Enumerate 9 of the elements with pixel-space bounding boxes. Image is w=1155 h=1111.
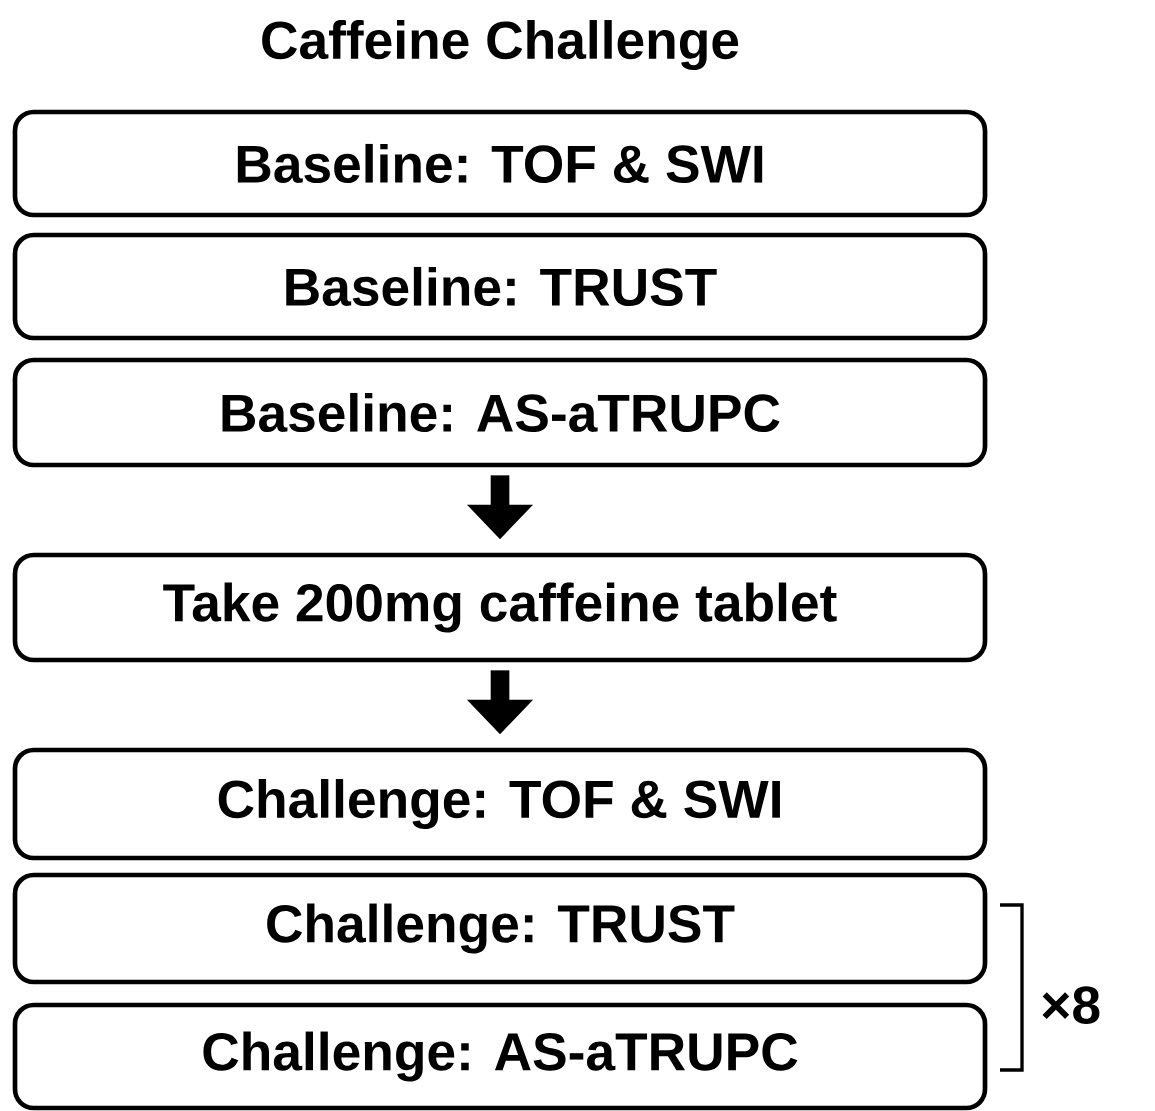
step-box: Challenge: AS-aTRUPC bbox=[12, 1002, 988, 1111]
step-box: Challenge: TOF & SWI bbox=[12, 747, 988, 861]
step-box: Baseline: AS-aTRUPC bbox=[12, 357, 988, 468]
repeat-count: ×8 bbox=[1042, 986, 1100, 1024]
step-box: Baseline: TOF & SWI bbox=[12, 109, 988, 218]
step-box: Baseline: TRUST bbox=[12, 232, 988, 341]
step-box: Take 200mg caffeine tablet bbox=[12, 552, 988, 663]
step-box: Challenge: TRUST bbox=[12, 872, 988, 985]
title: Caffeine Challenge bbox=[262, 20, 739, 70]
